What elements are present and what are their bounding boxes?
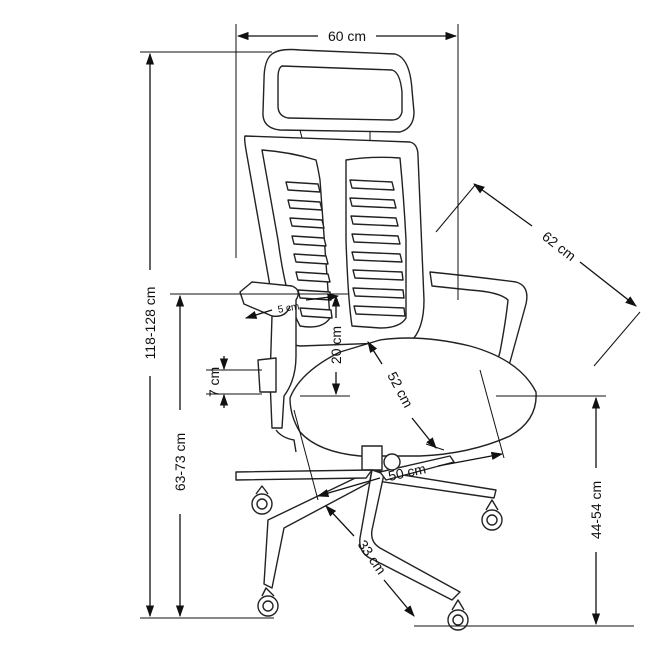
label-armrest-height: 63-73 cm — [172, 433, 188, 491]
armrest-left — [239, 281, 299, 429]
label-armrest-width: 5 cm — [277, 301, 300, 316]
dim-width: 60 cm — [236, 28, 458, 44]
dim-armrest-height: 63-73 cm — [172, 294, 188, 618]
dim-armrest-adjust: 7 cm — [206, 356, 229, 408]
label-seat-width: 50 cm — [387, 460, 428, 484]
label-width: 60 cm — [328, 28, 366, 44]
label-armrest-adjust: 7 cm — [206, 367, 222, 397]
gas-lift — [361, 445, 383, 471]
dim-armrest-width: 5 cm — [244, 293, 340, 319]
dim-seat-height: 44-54 cm — [588, 396, 604, 626]
label-armrest-to-seat: 20 cm — [328, 326, 344, 364]
chair-base — [235, 455, 497, 601]
dim-seat-width: 50 cm — [316, 451, 504, 497]
caster-wheels — [251, 453, 503, 631]
backrest-slats-right — [349, 179, 406, 317]
label-total-height: 118-128 cm — [142, 287, 158, 360]
seat — [289, 337, 537, 457]
label-seat-height: 44-54 cm — [588, 481, 604, 539]
chair-illustration — [235, 48, 537, 631]
dim-armrest-to-seat: 20 cm — [328, 294, 344, 396]
label-depth: 62 cm — [539, 228, 579, 264]
dim-total-height: 118-128 cm — [142, 52, 158, 618]
